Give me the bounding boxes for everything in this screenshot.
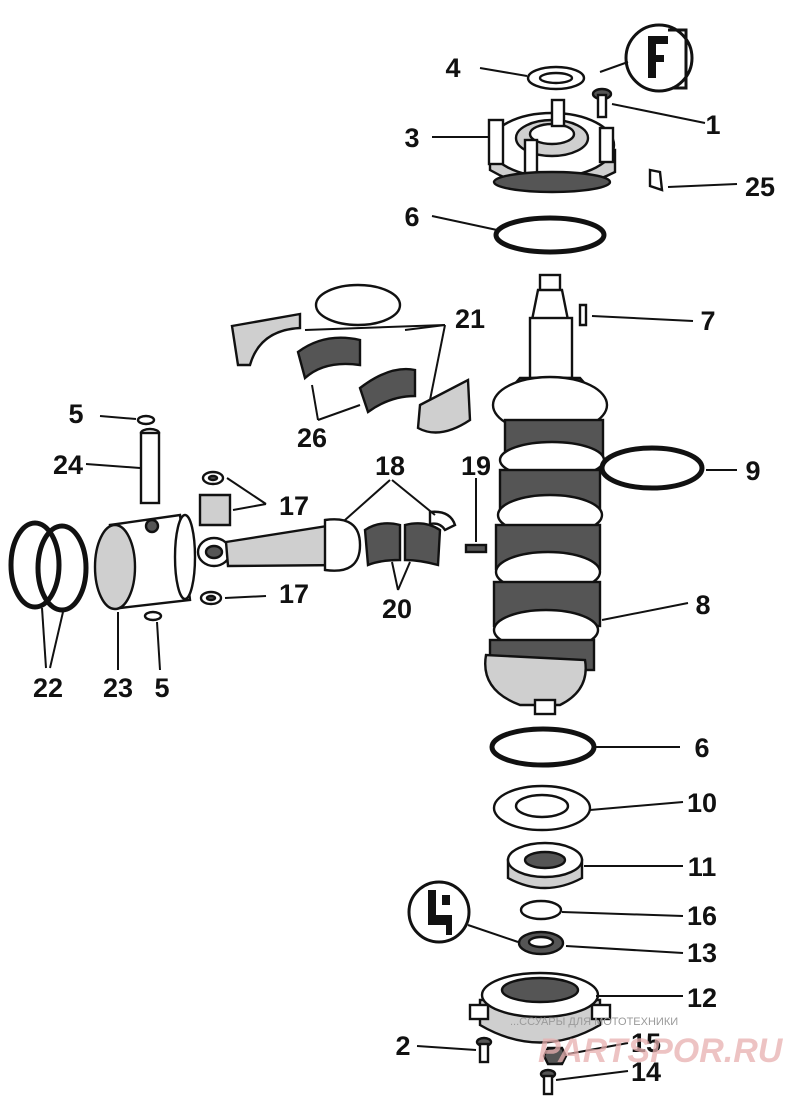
part-piston-rings-22: [8, 520, 89, 669]
callout-7: 7: [700, 306, 715, 336]
part-seal-13: [517, 930, 684, 956]
part-nut-15: [542, 1042, 629, 1066]
part-ring-9: [599, 445, 737, 491]
part-retaining-ring-5-bottom: [143, 610, 163, 671]
callout-22: 22: [33, 673, 63, 703]
callout-15: 15: [631, 1028, 661, 1058]
callout-18: 18: [375, 451, 405, 481]
callout-11: 11: [688, 852, 717, 882]
callout-1: 1: [705, 110, 720, 140]
part-screw-1: [591, 87, 706, 124]
callout-6-bottom: 6: [694, 733, 709, 763]
callout-9: 9: [745, 456, 760, 486]
sealant-symbol-icon: [599, 23, 694, 93]
callout-26: 26: [297, 423, 327, 453]
part-screw-2: [416, 1036, 493, 1064]
part-seal-4: [479, 65, 586, 91]
part-bearing-set-21: [230, 283, 472, 434]
callout-3: 3: [404, 123, 419, 153]
part-connecting-rod: [196, 518, 362, 572]
part-gasket-10: [492, 784, 684, 832]
callout-10: 10: [687, 788, 717, 818]
part-retaining-ring-5-top: [99, 414, 156, 426]
part-crankshaft-8: [484, 273, 689, 716]
callout-17-bottom: 17: [279, 579, 309, 609]
part-washer-17-bottom: [199, 590, 267, 606]
watermark-brand: PARTSPOR.RU: [538, 1032, 784, 1070]
part-ball-bearing-11: [506, 841, 683, 890]
callout-6-top: 6: [404, 202, 419, 232]
callout-24: 24: [53, 450, 83, 480]
watermark-tagline: ...ССУАРЫ ДЛЯ МОТОТЕХНИКИ: [510, 1016, 678, 1028]
part-o-ring-6-top: [431, 215, 607, 255]
callout-25: 25: [745, 172, 775, 202]
callout-5-top: 5: [68, 399, 83, 429]
part-snap-ring-16: [519, 899, 684, 921]
part-washer-17-top: [198, 470, 267, 527]
part-lower-bearing-housing-12: [468, 971, 683, 1044]
callout-21: 21: [455, 304, 485, 334]
callout-16: 16: [687, 901, 717, 931]
part-rod-cap-18: [344, 479, 457, 532]
lubricant-symbol-icon: [407, 880, 519, 944]
callout-23: 23: [103, 673, 133, 703]
part-needle-bearing-20: [363, 522, 442, 591]
callout-17-top: 17: [279, 491, 309, 521]
part-piston-23: [93, 513, 197, 670]
callout-8: 8: [695, 590, 710, 620]
callout-4: 4: [445, 53, 460, 83]
part-rod-bolt-19: [464, 478, 488, 554]
callout-5-bottom: 5: [154, 673, 169, 703]
callout-13: 13: [687, 938, 717, 968]
callout-2: 2: [395, 1031, 410, 1061]
part-key-7: [578, 303, 694, 327]
part-screw-14: [539, 1068, 629, 1096]
part-o-ring-6-bottom: [489, 726, 680, 768]
callout-20: 20: [382, 594, 412, 624]
part-needle-bearing-26: [296, 336, 417, 421]
callout-19: 19: [461, 451, 491, 481]
callout-12: 12: [687, 983, 717, 1013]
part-upper-bearing-housing-3: [432, 98, 617, 194]
part-clip-25: [648, 168, 738, 192]
callout-14: 14: [631, 1057, 661, 1087]
part-piston-pin-24: [85, 427, 161, 505]
